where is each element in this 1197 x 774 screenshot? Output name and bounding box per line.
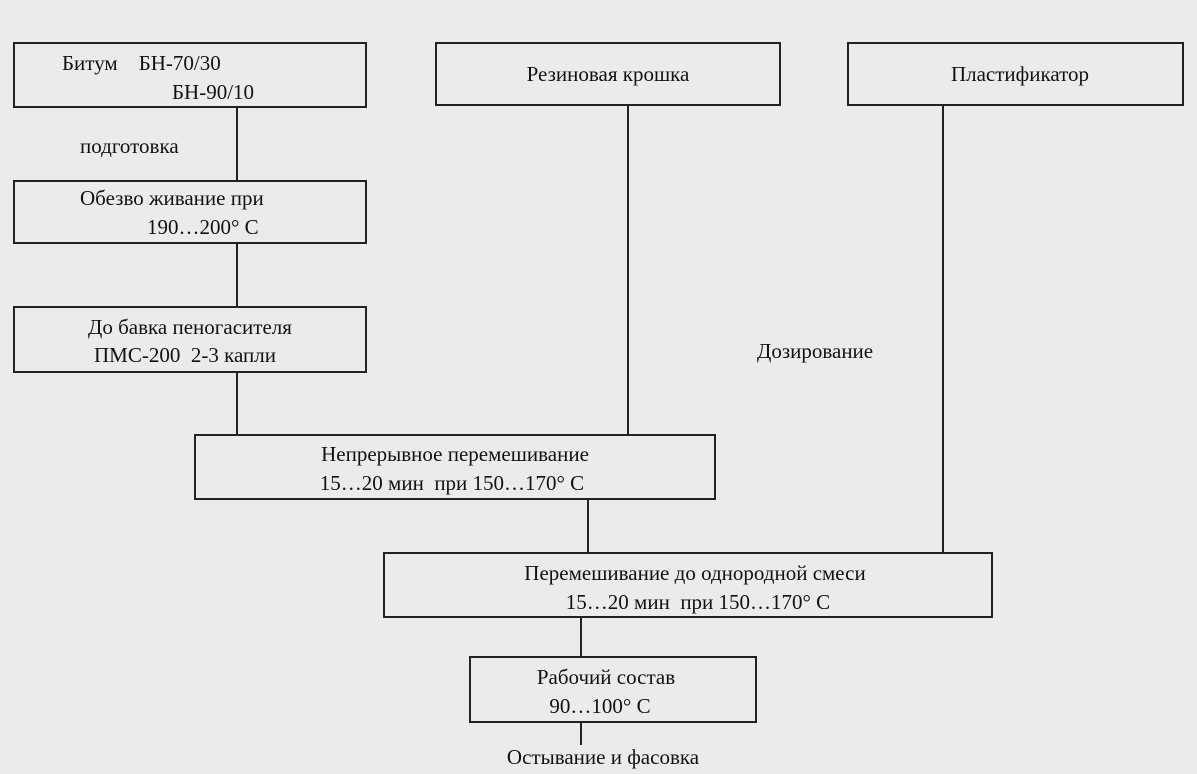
box-rubber-crumb: Резиновая крошка [435, 42, 781, 106]
box-rubber-line1: Резиновая крошка [527, 62, 690, 86]
box-continuous-mixing-line1: Непрерывное перемешивание [321, 442, 589, 466]
box-working-composition-line1: Рабочий состав [537, 665, 675, 689]
box-plasticizer-line1: Пластификатор [951, 62, 1089, 86]
box-bitumen: Битум БН-70/30 БН-90/10 [13, 42, 367, 108]
box-bitumen-line2: БН-90/10 [172, 80, 254, 104]
label-cooling-packaging: Остывание и фасовка [507, 745, 700, 769]
box-bitumen-line1: Битум БН-70/30 [62, 51, 221, 75]
box-dehydration-line2: 190…200° С [147, 215, 259, 239]
box-working-composition: Рабочий состав 90…100° С [469, 656, 757, 723]
box-antifoam: До бавка пеногасителя ПМС-200 2-3 капли [13, 306, 367, 373]
label-dosing: Дозирование [757, 339, 873, 363]
box-plasticizer: Пластификатор [847, 42, 1184, 106]
box-working-composition-line2: 90…100° С [549, 694, 650, 718]
box-continuous-mixing-line2: 15…20 мин при 150…170° С [320, 471, 584, 495]
box-homogeneous-mixing-line1: Перемешивание до однородной смеси [524, 561, 865, 585]
box-homogeneous-mixing: Перемешивание до однородной смеси 15…20 … [383, 552, 993, 618]
box-antifoam-line1: До бавка пеногасителя [88, 315, 292, 339]
box-antifoam-line2: ПМС-200 2-3 капли [94, 343, 276, 367]
box-dehydration: Обезво живание при 190…200° С [13, 180, 367, 244]
box-homogeneous-mixing-line2: 15…20 мин при 150…170° С [566, 590, 830, 614]
box-dehydration-line1: Обезво живание при [80, 186, 264, 210]
box-continuous-mixing: Непрерывное перемешивание 15…20 мин при … [194, 434, 716, 500]
label-preparation: подготовка [80, 134, 179, 158]
